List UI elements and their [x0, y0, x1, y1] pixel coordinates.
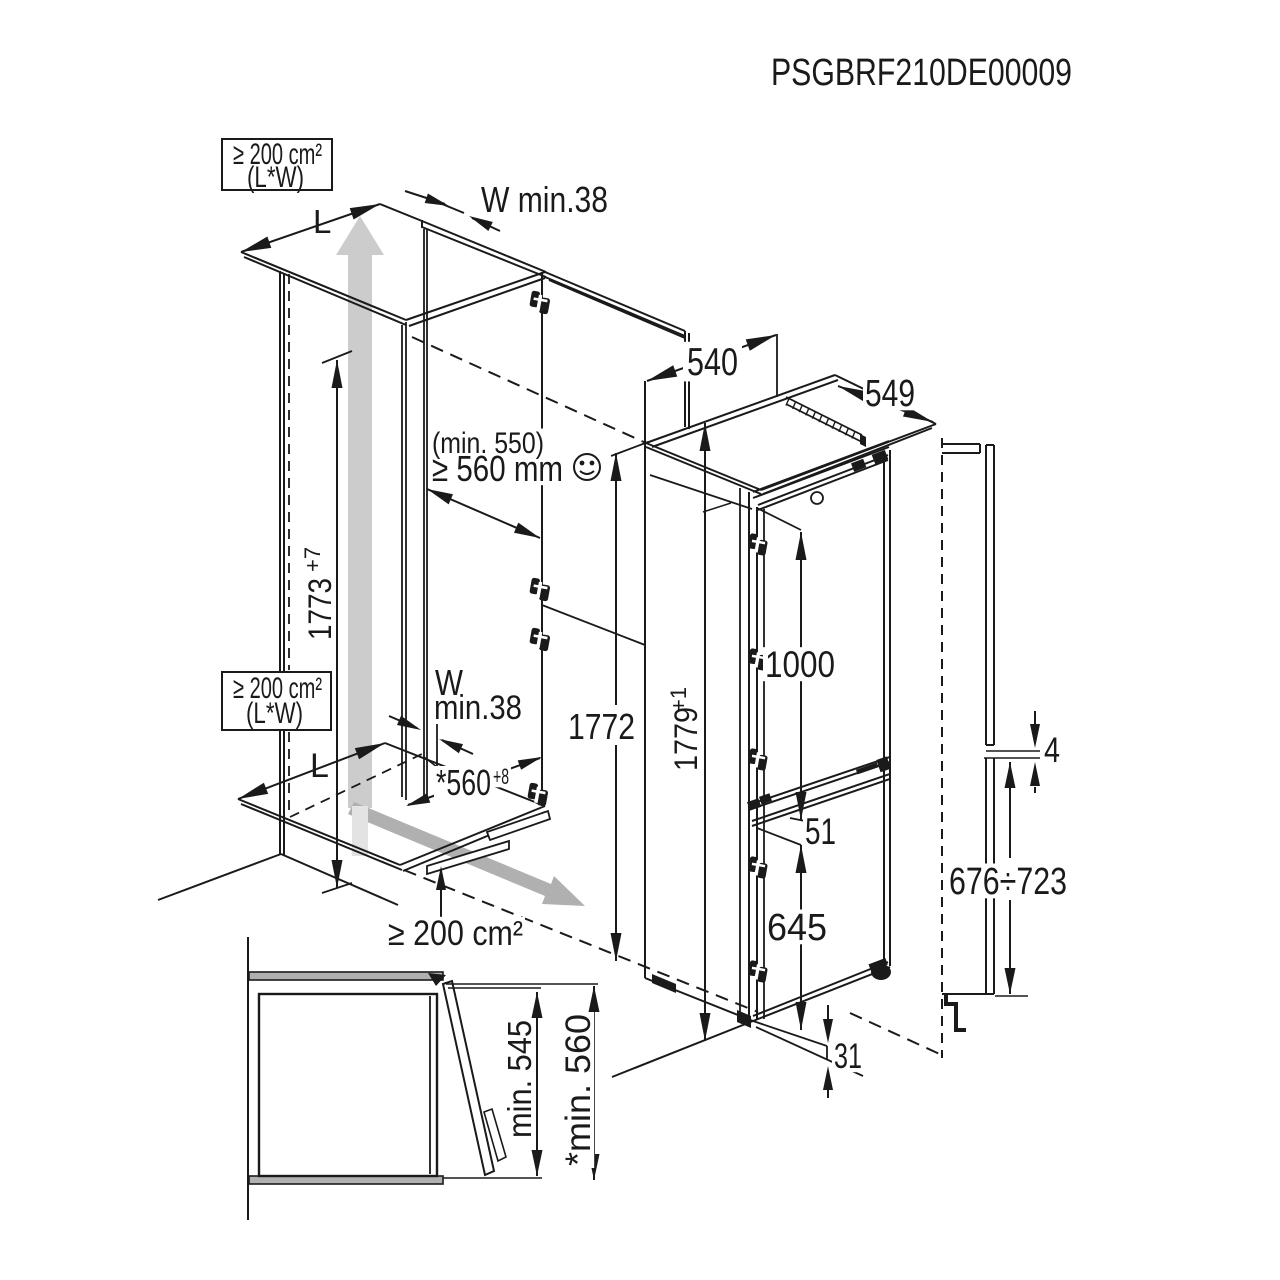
svg-text:1773: 1773	[302, 578, 338, 640]
svg-text:W: W	[435, 662, 463, 703]
svg-text:1779: 1779	[668, 707, 704, 771]
svg-text:31: 31	[834, 1037, 862, 1076]
svg-text:≥ 200 cm²: ≥ 200 cm²	[233, 138, 322, 171]
svg-text:676÷723: 676÷723	[949, 861, 1067, 903]
svg-text:L: L	[313, 203, 331, 240]
svg-text:1000: 1000	[765, 644, 835, 685]
svg-text:W min.38: W min.38	[481, 179, 608, 220]
svg-text:540: 540	[687, 341, 738, 384]
svg-text:min.38: min.38	[434, 689, 522, 727]
svg-text:51: 51	[805, 811, 836, 852]
svg-text:+8: +8	[493, 764, 509, 789]
svg-text:≥ 200 cm²: ≥ 200 cm²	[388, 914, 523, 953]
svg-text:1772: 1772	[568, 706, 635, 747]
svg-text:L: L	[310, 747, 329, 785]
svg-text:+1: +1	[666, 687, 691, 712]
svg-text:*min. 560: *min. 560	[559, 1014, 598, 1166]
svg-text:549: 549	[865, 373, 915, 415]
svg-text:min. 545: min. 545	[501, 1020, 538, 1138]
svg-text:(L*W): (L*W)	[246, 697, 303, 730]
svg-text:PSGBRF210DE00009: PSGBRF210DE00009	[771, 52, 1072, 94]
svg-text:*560: *560	[436, 762, 491, 803]
svg-text:(L*W): (L*W)	[247, 161, 304, 194]
svg-text:≥ 200 cm²: ≥ 200 cm²	[233, 672, 322, 705]
svg-text:645: 645	[767, 907, 827, 949]
svg-text:4: 4	[1044, 731, 1060, 770]
svg-text:+7: +7	[300, 547, 325, 572]
svg-text:≥ 560 mm: ≥ 560 mm	[432, 448, 563, 489]
svg-text:(min. 550): (min. 550)	[432, 427, 544, 460]
